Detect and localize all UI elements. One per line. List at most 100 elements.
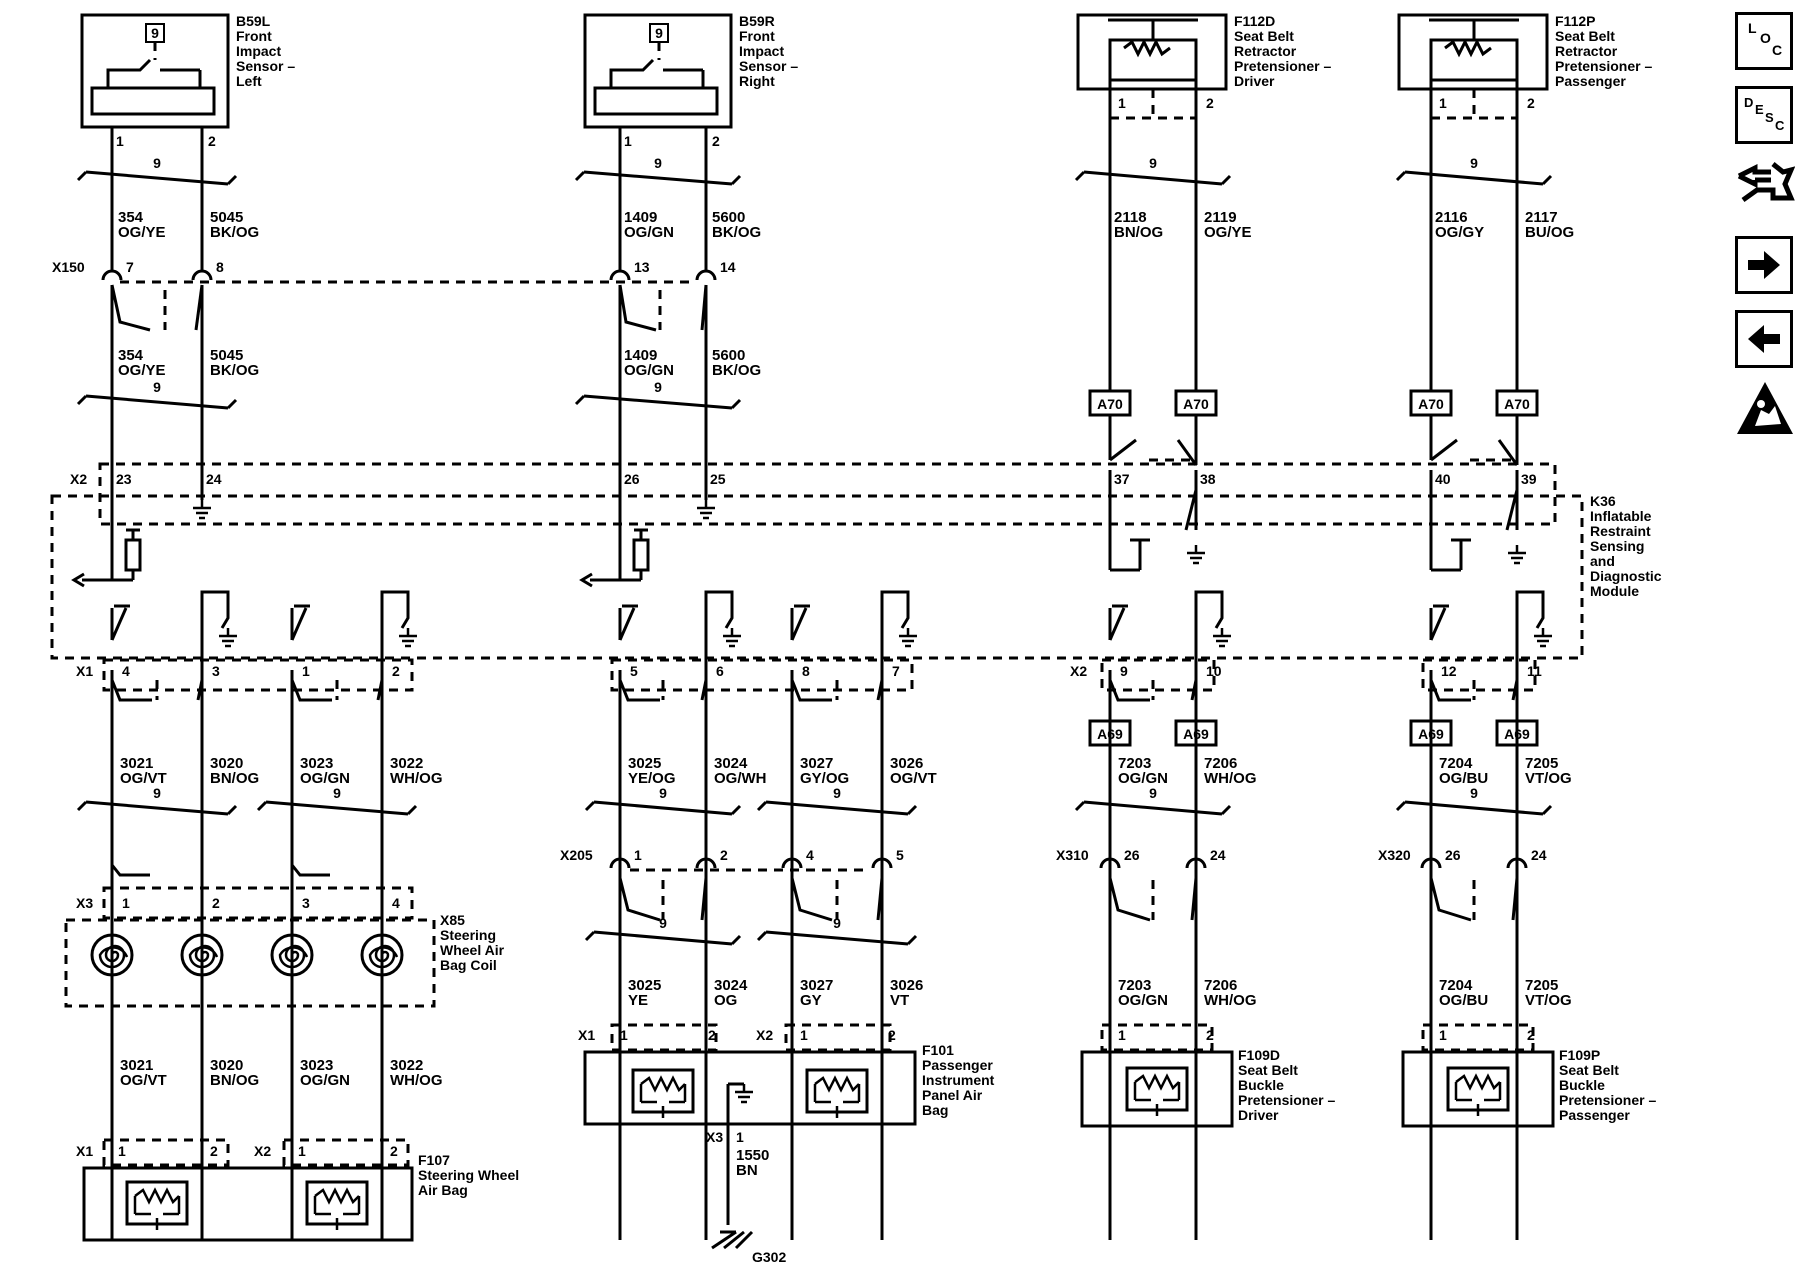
steering-upper-wire-1-circuit: 3021 (120, 755, 153, 772)
twisted-pair-hook (584, 800, 596, 812)
f112p-switch (1497, 439, 1519, 466)
twisted-pair-hook (1541, 804, 1553, 816)
f112p-ref: F112P (1555, 13, 1595, 29)
shorting-bar (1429, 679, 1471, 702)
pin-number: 23 (116, 471, 132, 487)
location-button[interactable]: L O C (1735, 12, 1793, 70)
pin-number: 11 (1527, 663, 1542, 679)
f109d-lower-wire-1-color: OG/GN (1118, 992, 1168, 1009)
k36-output-switch (880, 590, 910, 670)
b59l-badge-text: 9 (151, 25, 159, 41)
pin-number: 13 (634, 259, 650, 275)
x85-desc: Steering (440, 927, 496, 943)
connector-terminal (191, 269, 213, 282)
f112d-switch (1176, 439, 1198, 466)
b59l-wire-2-circuit: 5045 (210, 209, 243, 226)
pin-number: 1 (116, 133, 124, 149)
twisted-pair-marker (593, 930, 733, 946)
f109p-desc: Seat Belt (1559, 1062, 1619, 1078)
arrow-icon (579, 572, 593, 588)
passenger-lower-wire-1-color: YE (628, 992, 648, 1009)
k36-output-switch (1515, 590, 1545, 670)
pin-number: 7 (126, 259, 134, 275)
b59r-switch (609, 58, 655, 88)
pin-number: 38 (1200, 471, 1216, 487)
pin-number: 5 (896, 847, 904, 863)
f101-desc: Instrument (922, 1072, 995, 1088)
b59r-wire-4-circuit: 5600 (712, 347, 745, 364)
b59r-badge-text: 9 (655, 25, 663, 41)
k36-output-switch (1429, 607, 1447, 641)
pin-number: 24 (1531, 847, 1547, 863)
pin-number: 9 (1120, 663, 1128, 679)
f112p-desc: Retractor (1555, 43, 1618, 59)
shorting-bar (290, 679, 332, 702)
b59r-outline (583, 13, 733, 129)
twisted-pair-hook (574, 170, 586, 182)
pin-number: 26 (1124, 847, 1140, 863)
k36-output-switch (704, 590, 734, 670)
ground-icon (721, 626, 743, 648)
f112d-wire-1-color: BN/OG (1114, 224, 1163, 241)
twisted-pair-label: 9 (1149, 785, 1157, 801)
twisted-pair-label: 9 (333, 785, 341, 801)
shorting-bar (618, 679, 660, 702)
connector-end-view-button[interactable] (1733, 150, 1796, 212)
k36-desc: and (1590, 553, 1615, 569)
steering-lower-wire-3-circuit: 3023 (300, 1057, 333, 1074)
shorting-bar (1429, 877, 1472, 922)
description-icon: D E S C (1744, 95, 1785, 133)
k36-desc: Inflatable (1590, 508, 1652, 524)
x320-label: X320 (1378, 847, 1411, 863)
f109p-upper-wire-1-circuit: 7204 (1439, 755, 1473, 772)
k36-desc: Module (1590, 583, 1639, 599)
pin-number: 4 (806, 847, 814, 863)
f109d-upper-wire-2-color: WH/OG (1204, 770, 1257, 787)
pin-number: 1 (1439, 1027, 1447, 1043)
twisted-pair-hook (1220, 174, 1232, 186)
twisted-pair-label: 9 (833, 915, 841, 931)
ground-icon (397, 626, 419, 648)
twisted-pair-hook (1395, 170, 1407, 182)
b59l-wire-2-color: BK/OG (210, 224, 259, 241)
f112p-desc: Passenger (1555, 73, 1626, 89)
k36-x1-label: X1 (76, 663, 93, 679)
x310-label: X310 (1056, 847, 1089, 863)
steering-upper-wire-3-color: OG/GN (300, 770, 350, 787)
b59r-wire-2-circuit: 5600 (712, 209, 745, 226)
steering-upper-wire-4-circuit: 3022 (390, 755, 423, 772)
steering-lower-wire-1-color: OG/VT (120, 1072, 167, 1089)
twisted-pair-marker (593, 800, 733, 816)
b59r-wire-3-circuit: 1409 (624, 347, 657, 364)
description-button[interactable]: D E S C (1735, 86, 1793, 144)
connector-terminal (101, 269, 123, 282)
pin-number: 8 (216, 259, 224, 275)
f109d-outline (1080, 1050, 1234, 1128)
f109d-upper-wire-1-circuit: 7203 (1118, 755, 1151, 772)
pin-number: 6 (716, 663, 724, 679)
ground-icon (1211, 626, 1233, 648)
twisted-pair-label: 9 (153, 379, 161, 395)
f109d-squib-icon (1125, 1066, 1189, 1118)
k36-desc: Restraint (1590, 523, 1651, 539)
passenger-lower-wire-2-circuit: 3024 (714, 977, 748, 994)
next-page-button[interactable] (1735, 236, 1793, 294)
pin-number: 1 (118, 1143, 126, 1159)
f109p-lower-wire-1-circuit: 7204 (1439, 977, 1473, 994)
svg-text:C: C (1772, 42, 1782, 58)
pin-number: 2 (212, 895, 220, 911)
k36-x2-region (98, 462, 1557, 526)
previous-page-button[interactable] (1735, 310, 1793, 368)
esd-warning-icon[interactable] (1735, 380, 1795, 438)
f109p-upper-wire-2-circuit: 7205 (1525, 755, 1558, 772)
f109p-lower-wire-2-color: VT/OG (1525, 992, 1572, 1009)
arrow-icon (71, 572, 85, 588)
steering-upper-wire-3-circuit: 3023 (300, 755, 333, 772)
b59l-desc: Left (236, 73, 262, 89)
ground-icon (897, 626, 919, 648)
f109p-desc: Passenger (1559, 1107, 1630, 1123)
location-icon: L O C (1748, 20, 1782, 58)
passenger-lower-wire-1-circuit: 3025 (628, 977, 661, 994)
f107-ref: F107 (418, 1152, 450, 1168)
